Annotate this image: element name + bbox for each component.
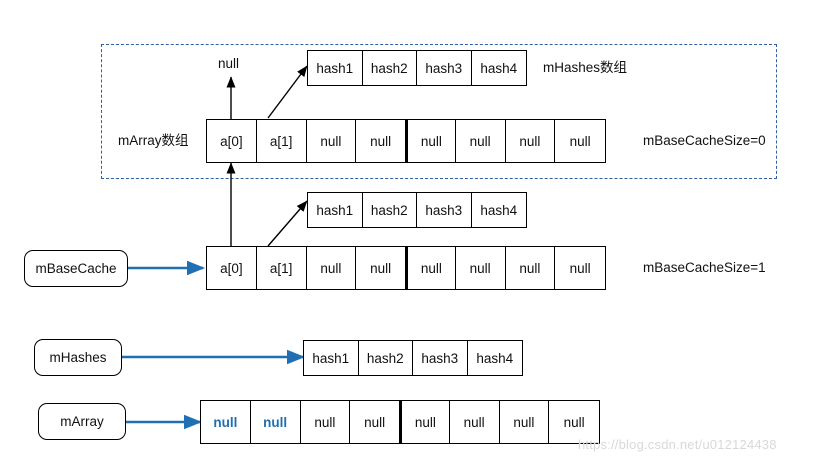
array-cell: a[1] (256, 120, 307, 162)
hash-cell: hash2 (362, 193, 417, 227)
array-cell: null (505, 120, 556, 162)
array-cell: null (505, 247, 556, 289)
array-cell: null (455, 247, 506, 289)
hash-cell: hash3 (413, 341, 468, 375)
hash-cell: hash1 (308, 51, 363, 85)
array-cell: null (455, 120, 506, 162)
array-cell: null (350, 401, 400, 443)
hash-cell: hash4 (471, 193, 526, 227)
null-pointer-label: null (218, 56, 240, 71)
hash-cell: hash3 (417, 51, 472, 85)
array-cell: null (306, 247, 357, 289)
array-cell: a[0] (207, 247, 257, 289)
hash-cell: hash4 (471, 51, 526, 85)
hash-cell: hash2 (358, 341, 413, 375)
array-cell: null (306, 120, 357, 162)
array-cell: null (406, 247, 456, 289)
array-cell: a[0] (207, 120, 257, 162)
array-top: a[0] a[1] null null null null null null (206, 119, 606, 163)
array-cell: null (555, 120, 606, 162)
array-cell: null (356, 120, 406, 162)
hash-cell: hash3 (417, 193, 472, 227)
hash-cell: hash2 (362, 51, 417, 85)
cached-state-region (101, 44, 777, 179)
hashes-array-top: hash1 hash2 hash3 hash4 (307, 50, 527, 86)
array-cell: null (499, 401, 550, 443)
array-cell: null (400, 401, 450, 443)
array-cell: a[1] (256, 247, 307, 289)
hashes-array-mid: hash1 hash2 hash3 hash4 (307, 192, 527, 228)
hash-cell: hash1 (308, 193, 363, 227)
mhashes-box[interactable]: mHashes (34, 339, 122, 376)
array-bottom: null null null null null null null null (200, 400, 600, 444)
marray-array-label-top: mArray数组 (118, 133, 189, 148)
mhashes-array-label-top: mHashes数组 (543, 60, 628, 75)
array-cell: null (549, 401, 600, 443)
arrow-mid-a1-to-hashes (267, 200, 308, 247)
hashes-array-bottom: hash1 hash2 hash3 hash4 (303, 340, 523, 376)
array-cell: null (201, 401, 251, 443)
array-cell: null (250, 401, 301, 443)
base-cache-size-one-label: mBaseCacheSize=1 (643, 260, 766, 275)
marray-box[interactable]: mArray (38, 403, 126, 440)
watermark: https://blog.csdn.net/u012124438 (578, 437, 777, 452)
array-cell: null (300, 401, 351, 443)
array-mid: a[0] a[1] null null null null null null (206, 246, 606, 290)
array-cell: null (356, 247, 406, 289)
base-cache-size-zero-label: mBaseCacheSize=0 (643, 133, 766, 148)
hash-cell: hash1 (304, 341, 359, 375)
array-cell: null (406, 120, 456, 162)
hash-cell: hash4 (467, 341, 522, 375)
mbasecache-box[interactable]: mBaseCache (24, 250, 128, 287)
array-cell: null (555, 247, 606, 289)
array-cell: null (449, 401, 500, 443)
